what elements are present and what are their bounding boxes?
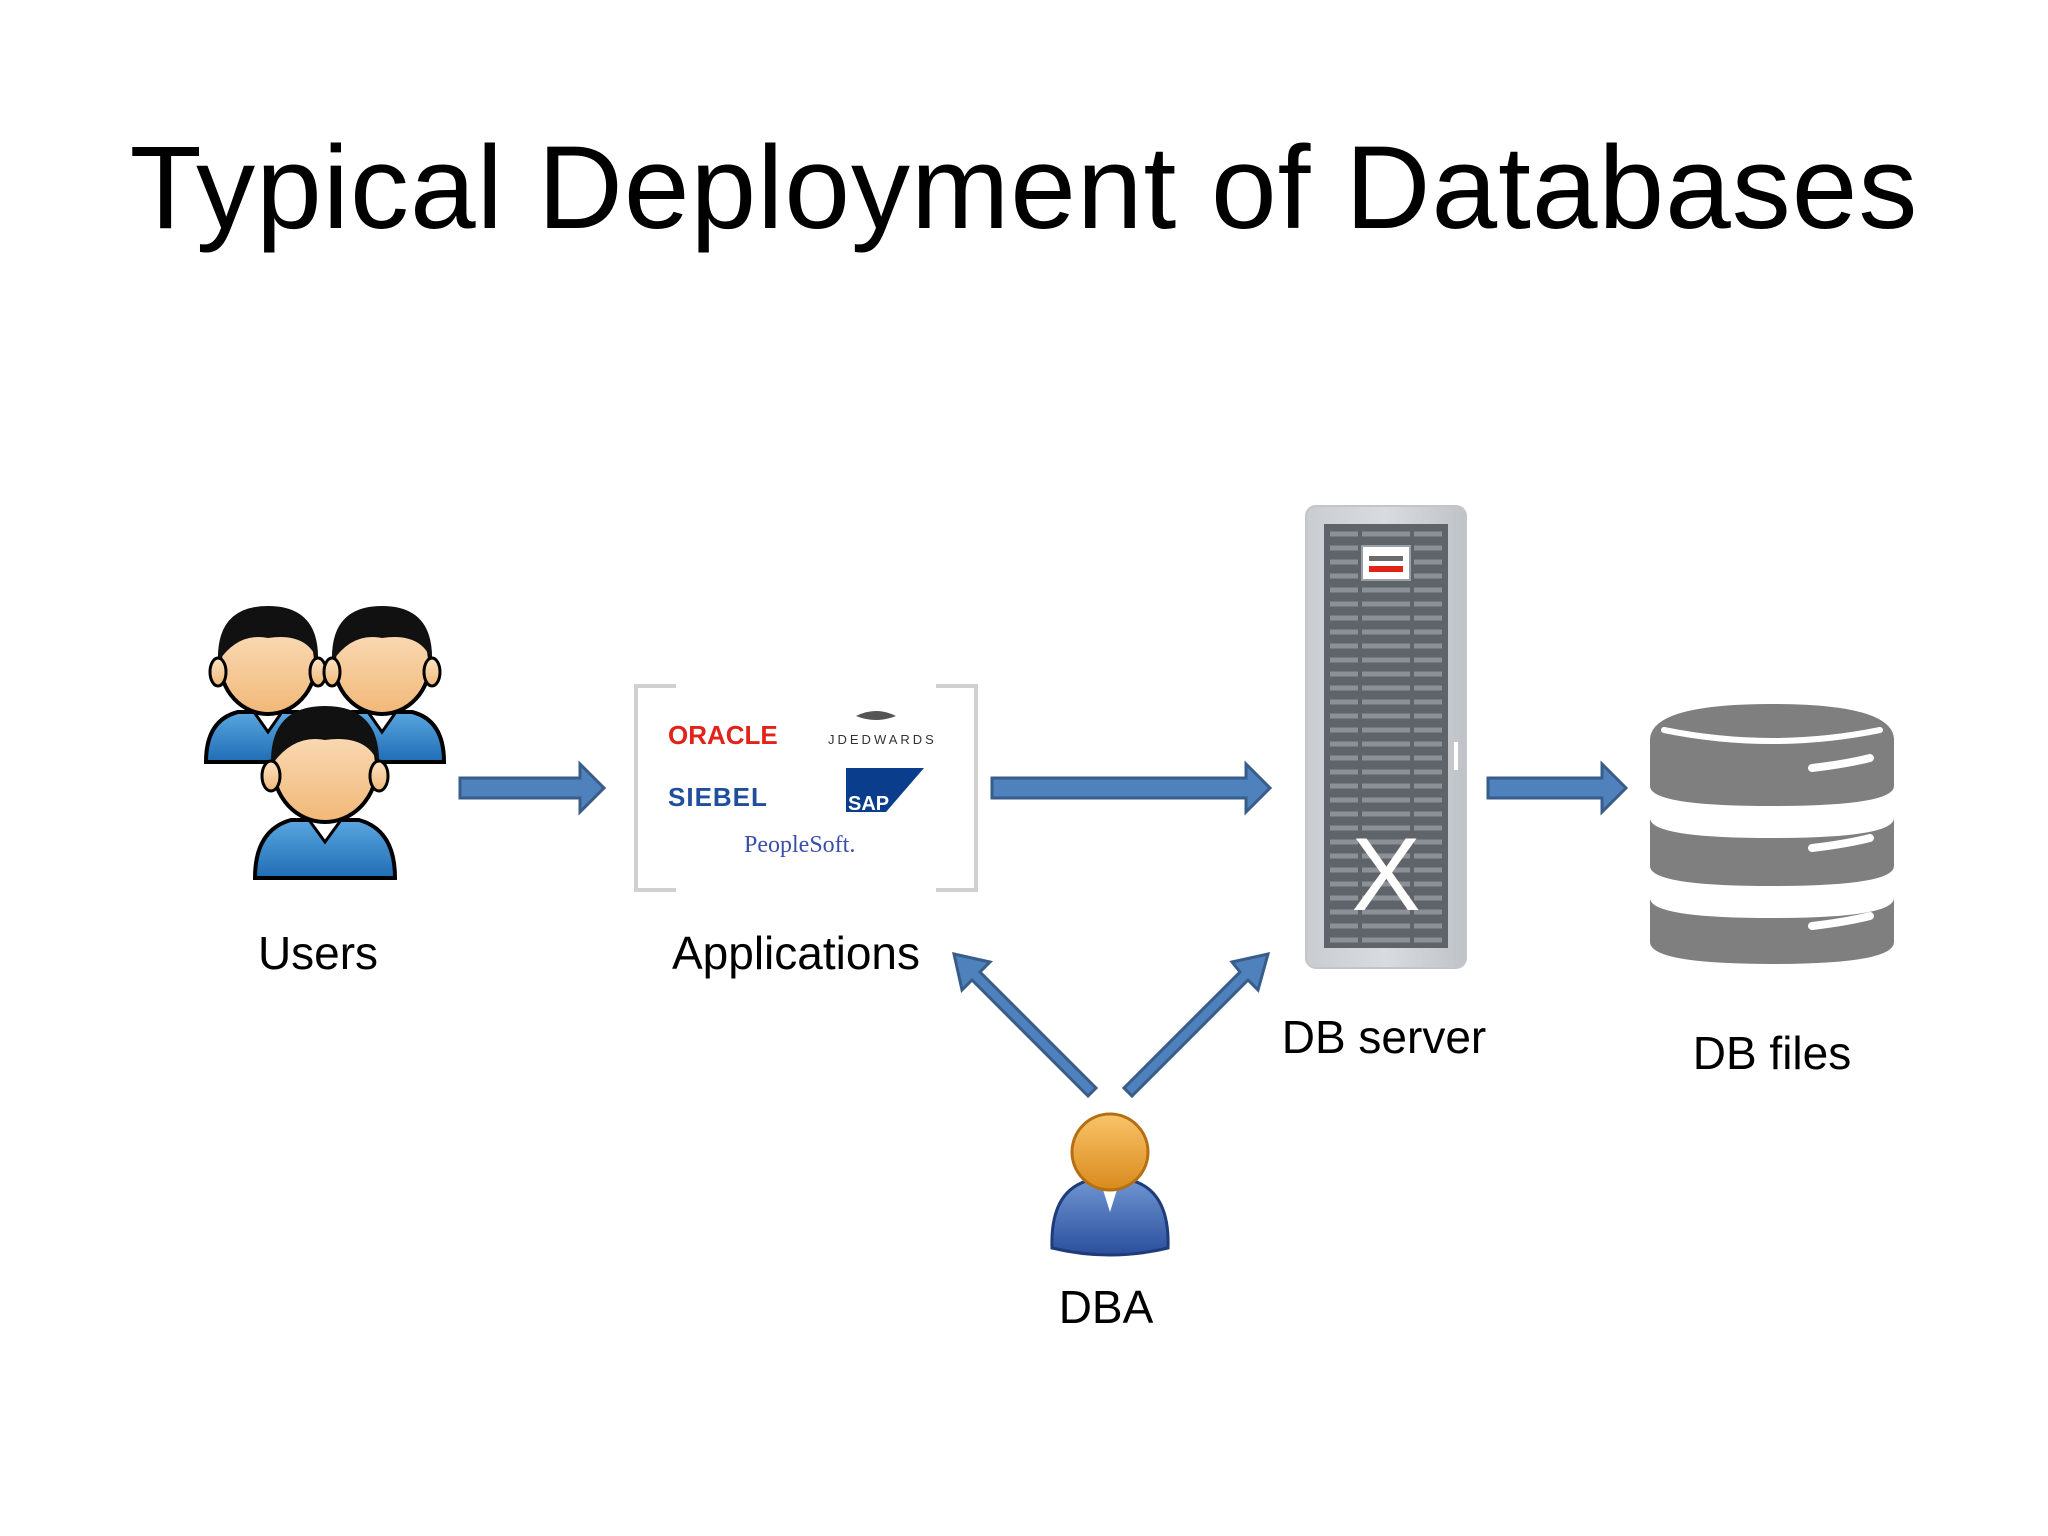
db-files-label: DB files bbox=[1692, 1027, 1852, 1079]
users-group-icon bbox=[203, 606, 447, 880]
applications-label: Applications bbox=[671, 927, 921, 979]
slide-title: Typical Deployment of Databases bbox=[129, 122, 1919, 254]
arrow-dba-to-dbserver bbox=[1121, 951, 1271, 1099]
database-cylinder-icon bbox=[1650, 704, 1894, 964]
jdedwards-logo: JDEDWARDS bbox=[828, 732, 937, 747]
rack-x-mark: X bbox=[1351, 817, 1420, 933]
svg-text:SAP: SAP bbox=[848, 793, 889, 815]
arrow-dba-to-applications bbox=[952, 952, 1099, 1099]
oracle-logo: ORACLE bbox=[668, 720, 778, 750]
jdedwards-swoosh-icon bbox=[856, 711, 896, 720]
server-rack-icon: X bbox=[1305, 505, 1467, 969]
users-label: Users bbox=[257, 927, 379, 979]
application-logos: ORACLE JDEDWARDS SIEBEL SAP PeopleSoft. bbox=[634, 684, 978, 892]
admin-user-icon bbox=[1050, 1112, 1170, 1257]
siebel-logo: SIEBEL bbox=[668, 782, 768, 812]
arrow-applications-to-dbserver bbox=[990, 760, 1273, 816]
dba-label: DBA bbox=[1058, 1281, 1154, 1333]
sap-logo: SAP bbox=[846, 768, 924, 815]
arrow-users-to-applications bbox=[458, 760, 607, 816]
arrow-dbserver-to-dbfiles bbox=[1486, 760, 1629, 816]
db-server-label: DB server bbox=[1281, 1011, 1487, 1063]
peoplesoft-logo: PeopleSoft. bbox=[744, 832, 855, 858]
